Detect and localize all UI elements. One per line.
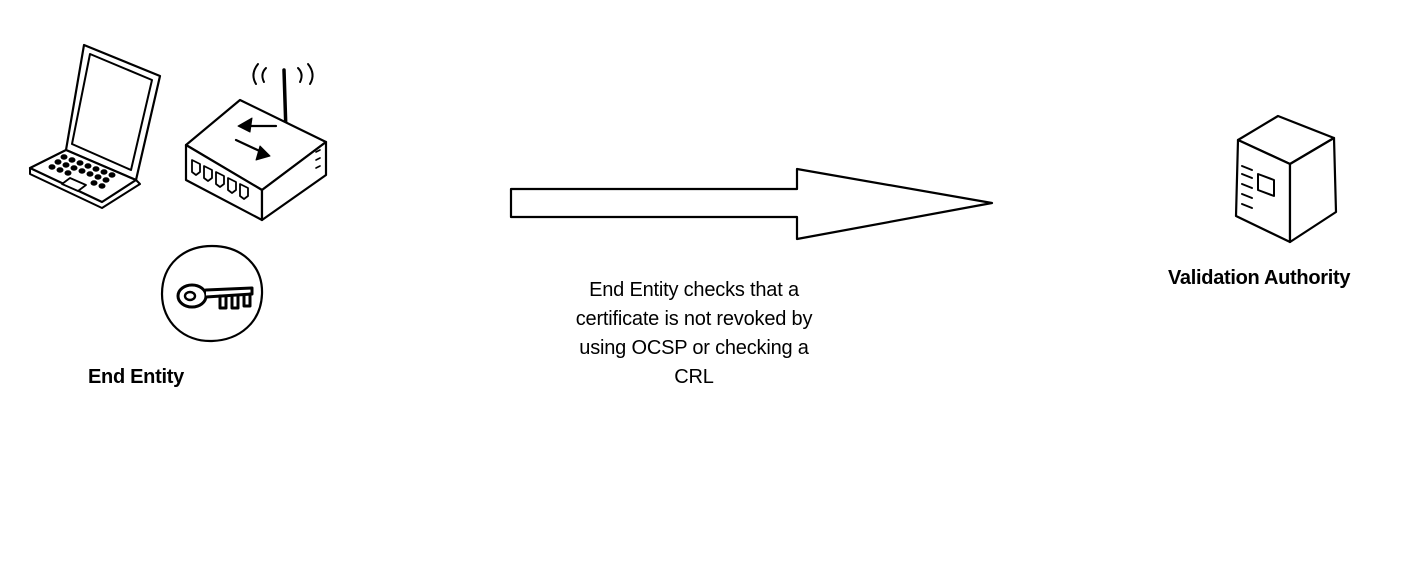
arrow-label-line-2: certificate is not revoked by	[575, 308, 813, 330]
server-icon	[1234, 114, 1338, 244]
wireless-router-icon	[184, 63, 328, 222]
key-icon	[160, 244, 264, 343]
end-entity-label: End Entity	[88, 366, 184, 388]
arrow-label-line-3: using OCSP or checking a	[579, 337, 809, 359]
arrow-label-line-1: End Entity checks that a	[589, 279, 799, 301]
validation-authority-label: Validation Authority	[1168, 267, 1351, 289]
arrow-label-line-4: CRL	[674, 366, 714, 388]
laptop-icon	[28, 43, 162, 209]
request-arrow	[509, 167, 994, 241]
arrow-label: End Entity checks that a certificate is …	[534, 276, 854, 392]
